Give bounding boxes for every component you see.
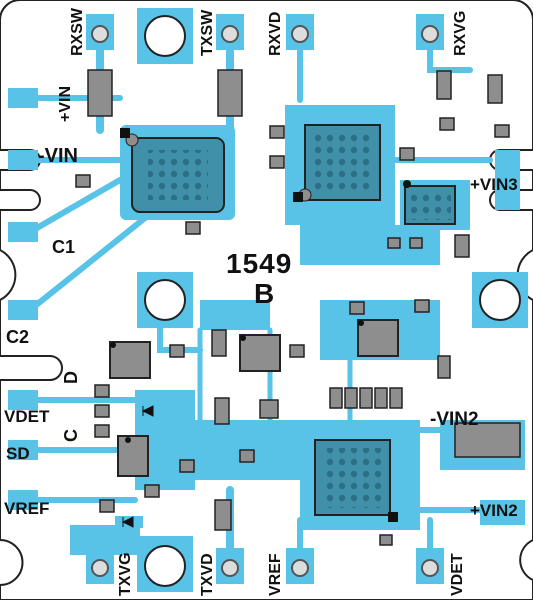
label-minus-vin: -VIN	[38, 145, 78, 167]
label-plus-vin2: +VIN2	[470, 501, 518, 520]
mounting-hole-icon	[472, 272, 528, 328]
label-d: D	[61, 371, 81, 384]
ic-vin3-regulator	[403, 180, 456, 225]
label-c1: C1	[52, 237, 76, 257]
ic-tx-amplifier	[314, 439, 398, 522]
test-point-icon	[86, 548, 114, 584]
mounting-hole-icon	[137, 272, 193, 328]
test-point-icon	[286, 14, 314, 50]
ic-small-2	[239, 334, 281, 372]
diodes	[115, 405, 163, 528]
mounting-hole-icon	[137, 536, 193, 592]
label-rxvg: RXVG	[452, 10, 469, 56]
ic-small-3	[357, 319, 399, 357]
ic-small-1	[109, 341, 151, 379]
mounting-holes	[137, 8, 528, 592]
label-vdet-left: VDET	[4, 407, 50, 426]
test-point-icon	[416, 14, 444, 50]
ic-packages	[109, 124, 456, 522]
label-vref-bottom: VREF	[267, 553, 284, 596]
label-plus-vin3: +VIN3	[470, 175, 518, 194]
test-point-icon	[216, 14, 244, 50]
label-sd: SD	[6, 444, 30, 463]
label-rxsw: RXSW	[69, 8, 86, 56]
board-part-number: 1549	[226, 248, 293, 279]
ic-left-switch	[120, 128, 225, 213]
label-txvg: TXVG	[117, 552, 134, 596]
label-minus-vin2: -VIN2	[430, 409, 479, 430]
label-c2: C2	[6, 327, 30, 347]
test-point-icon	[86, 14, 114, 50]
label-c: C	[61, 429, 81, 442]
mounting-hole-icon	[137, 8, 193, 64]
label-vdet-bottom: VDET	[449, 553, 466, 596]
test-point-icon	[216, 548, 244, 584]
label-txsw: TXSW	[199, 9, 216, 56]
pin1-marker-icon	[120, 128, 130, 138]
test-point-icon	[286, 548, 314, 584]
label-vref-left: VREF	[4, 499, 50, 518]
diode-icon	[135, 405, 163, 417]
ic-sot-left	[117, 435, 149, 477]
test-points	[86, 14, 444, 584]
pin1-marker-icon	[293, 192, 303, 202]
label-plus-vin: +VIN	[57, 85, 74, 122]
diode-icon	[115, 516, 143, 528]
label-rxvd: RXVD	[267, 11, 284, 56]
board-revision: B	[254, 278, 276, 309]
label-txvd: TXVD	[199, 553, 216, 596]
ic-rx-amplifier	[293, 124, 381, 202]
pin1-marker-icon	[388, 512, 398, 522]
passives	[75, 69, 521, 546]
test-point-icon	[416, 548, 444, 584]
